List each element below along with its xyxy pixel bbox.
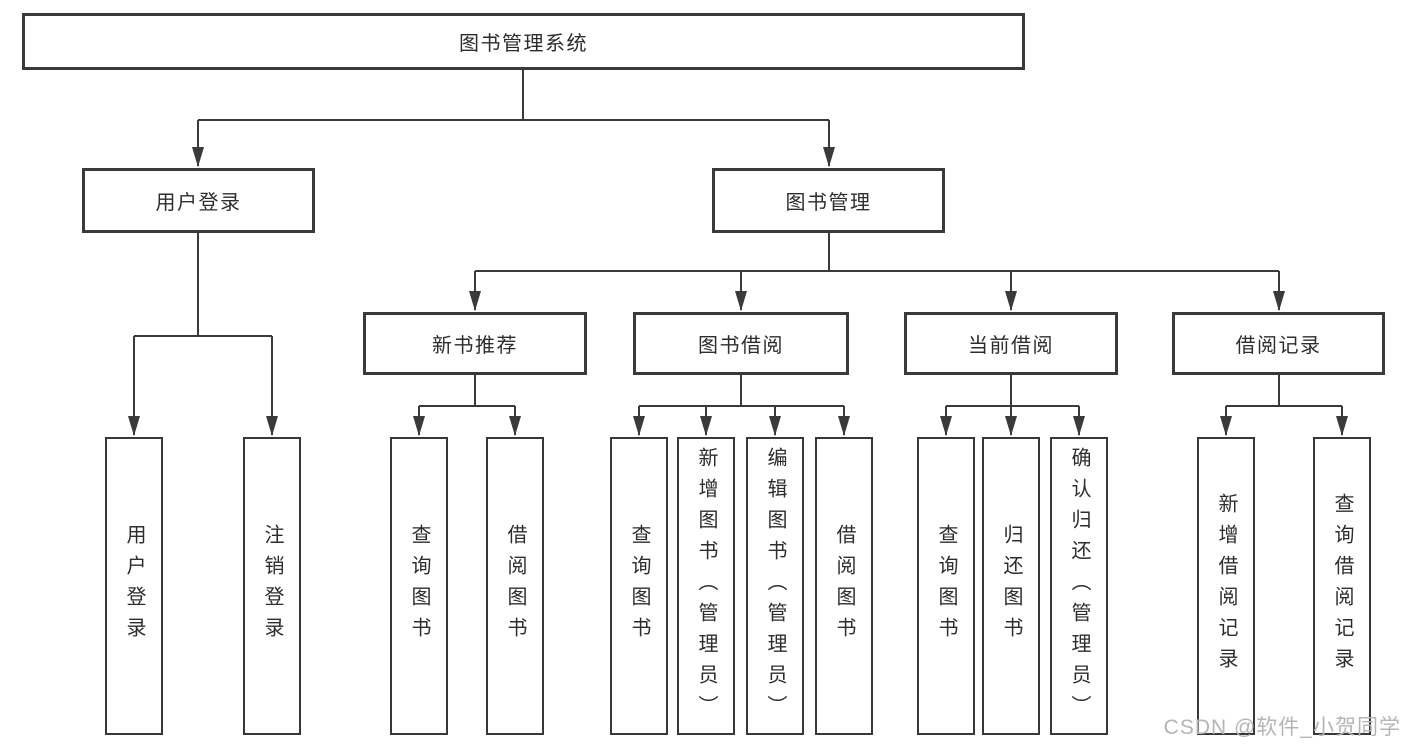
leaf-query-borrow-record: 查询借阅记录 [1313, 437, 1371, 735]
leaf-label: 注销登录 [261, 524, 283, 648]
leaf-label: 借阅图书 [504, 524, 526, 648]
leaf-borrow-books: 借阅图书 [815, 437, 873, 735]
node-current-borrow: 当前借阅 [904, 312, 1118, 375]
connector-current-borrow-to-leaves [940, 375, 1085, 436]
leaf-query-books-borrow: 查询图书 [610, 437, 668, 735]
leaf-confirm-return-admin: 确认归还（管理员） [1050, 437, 1108, 735]
leaf-label: 查询图书 [628, 524, 650, 648]
node-new-book-recommend: 新书推荐 [363, 312, 587, 375]
node-book-management: 图书管理 [712, 168, 945, 233]
node-borrow-records: 借阅记录 [1172, 312, 1385, 375]
leaf-return-book: 归还图书 [982, 437, 1040, 735]
connector-book-borrow-to-leaves [633, 375, 850, 436]
leaf-label: 编辑图书（管理员） [764, 446, 786, 726]
leaf-edit-book-admin: 编辑图书（管理员） [746, 437, 804, 735]
leaf-label: 借阅图书 [833, 524, 855, 648]
connector-user-login-to-leaves [128, 233, 278, 436]
connector-borrow-records-to-leaves [1220, 375, 1348, 436]
leaf-add-borrow-record: 新增借阅记录 [1197, 437, 1255, 735]
leaf-borrow-books-recommend: 借阅图书 [486, 437, 544, 735]
csdn-watermark: CSDN @软件_小贺同学 [1163, 716, 1401, 739]
leaf-label: 新增图书（管理员） [695, 446, 717, 726]
leaf-user-login: 用户登录 [105, 437, 163, 735]
connector-new-book-recommend-to-leaves [413, 375, 521, 436]
leaf-label: 查询图书 [935, 524, 957, 648]
leaf-logout: 注销登录 [243, 437, 301, 735]
leaf-label: 新增借阅记录 [1215, 493, 1237, 679]
leaf-query-books-current: 查询图书 [917, 437, 975, 735]
leaf-query-books-recommend: 查询图书 [390, 437, 448, 735]
leaf-label: 确认归还（管理员） [1068, 446, 1090, 726]
leaf-label: 归还图书 [1000, 524, 1022, 648]
leaf-label: 用户登录 [123, 524, 145, 648]
leaf-label: 查询借阅记录 [1331, 493, 1353, 679]
leaf-label: 查询图书 [408, 524, 430, 648]
connector-root-to-level2 [192, 70, 835, 167]
node-user-login: 用户登录 [82, 168, 315, 233]
leaf-add-book-admin: 新增图书（管理员） [677, 437, 735, 735]
connector-book-management-to-level3 [469, 233, 1285, 311]
node-library-management-system: 图书管理系统 [22, 13, 1025, 70]
node-book-borrow: 图书借阅 [633, 312, 849, 375]
